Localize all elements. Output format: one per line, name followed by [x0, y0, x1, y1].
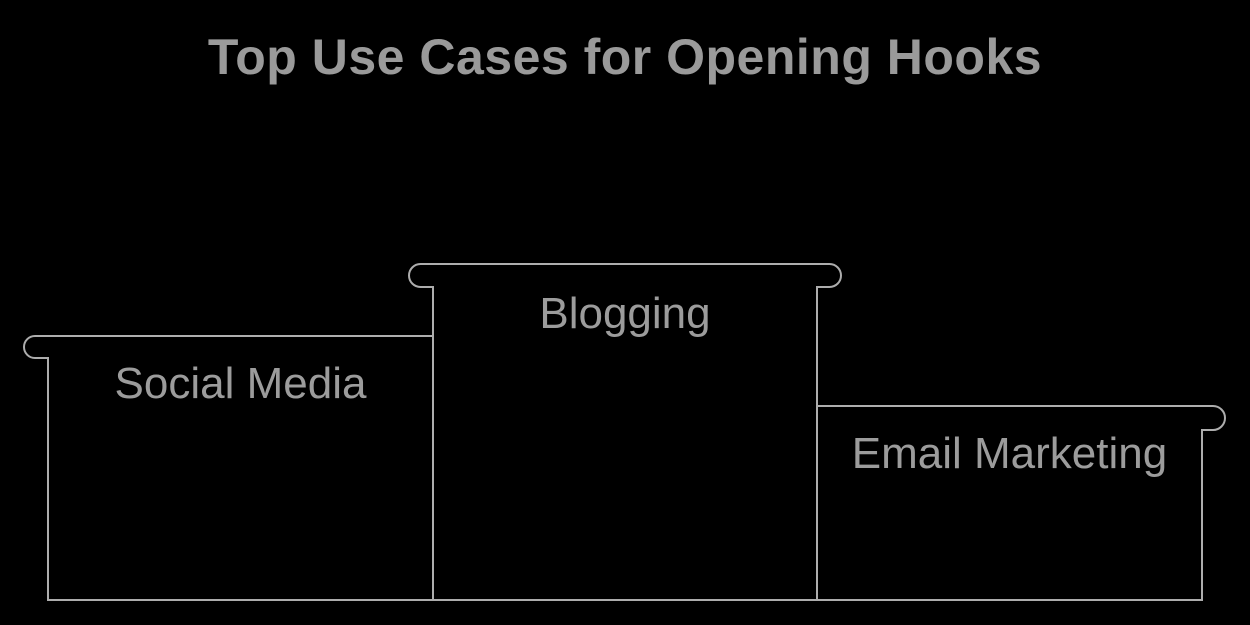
- podium-block-blogging-outline: [408, 263, 842, 601]
- podium-label-blogging: Blogging: [539, 289, 711, 338]
- podium-block-social-media-outline: [23, 335, 434, 601]
- diagram-title: Top Use Cases for Opening Hooks: [207, 29, 1043, 85]
- podium-label-social-media: Social Media: [114, 359, 367, 408]
- podium-block-email-marketing-outline: [816, 405, 1226, 601]
- podium-label-email-marketing: Email Marketing: [851, 429, 1168, 478]
